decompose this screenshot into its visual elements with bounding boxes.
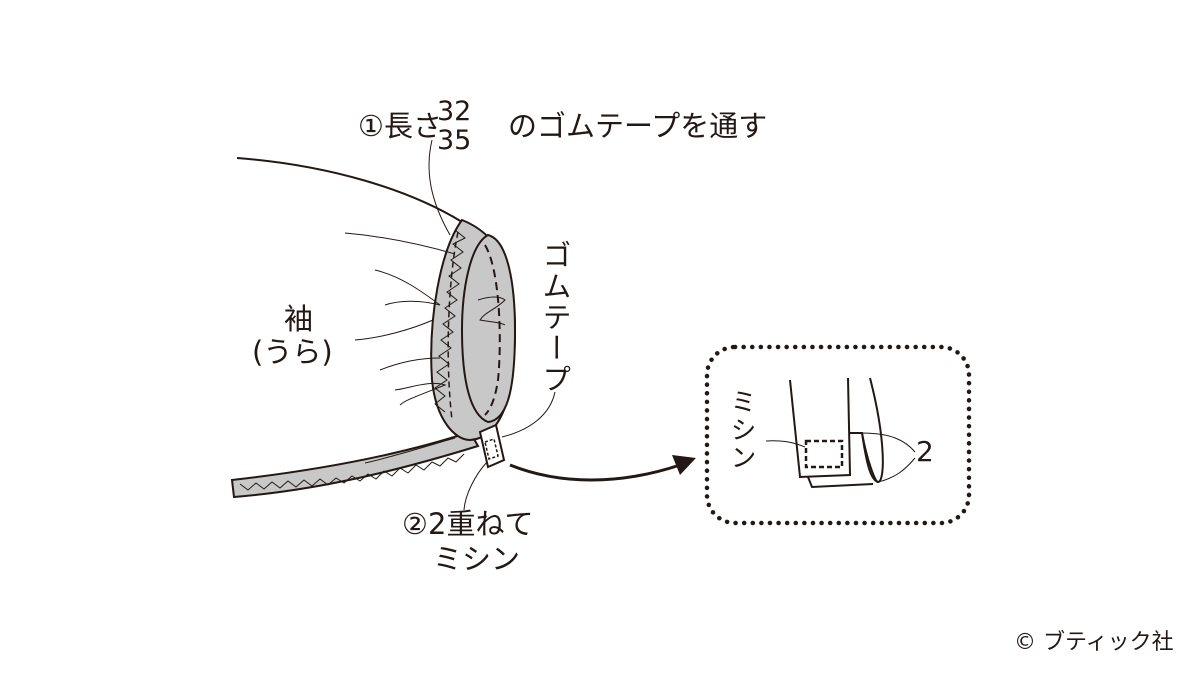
cuff-zigzag (434, 229, 466, 413)
fraction-top: 32 (437, 96, 472, 127)
band-zigzag (239, 453, 465, 491)
inset-overlap-label: 2 (916, 435, 934, 468)
step2-line1: ②2重ねて (402, 507, 534, 541)
leader-elastic-tape (501, 391, 556, 438)
sleeve-top-edge (236, 157, 463, 223)
arrow-to-inset (509, 463, 681, 482)
inset-box (704, 344, 972, 526)
fraction-bottom: 35 (437, 125, 472, 156)
elastic-tape-label: ゴムテープ (538, 240, 572, 395)
inset-drawing (765, 377, 916, 489)
sleeve-bottom-band (230, 430, 480, 499)
elastic-tab (478, 423, 506, 469)
cuff-inner (460, 233, 517, 424)
copyright: © ブティック社 (1014, 630, 1174, 655)
step1-suffix: のゴムテープを通す (508, 109, 768, 143)
sleeve-label: 袖 (284, 302, 314, 336)
step1-prefix: ①長さ (358, 109, 442, 143)
leader-elastic-length (428, 139, 451, 236)
elastic-dashed (484, 244, 501, 416)
leader-stitch (463, 461, 488, 511)
step2-line2: ミシン (433, 542, 521, 576)
arrow-head-icon (672, 455, 696, 475)
inset-stitch-label: ミシン (726, 388, 756, 472)
sleeve-side-label: (うら) (252, 335, 333, 369)
cuff-stitch-line (447, 231, 459, 421)
